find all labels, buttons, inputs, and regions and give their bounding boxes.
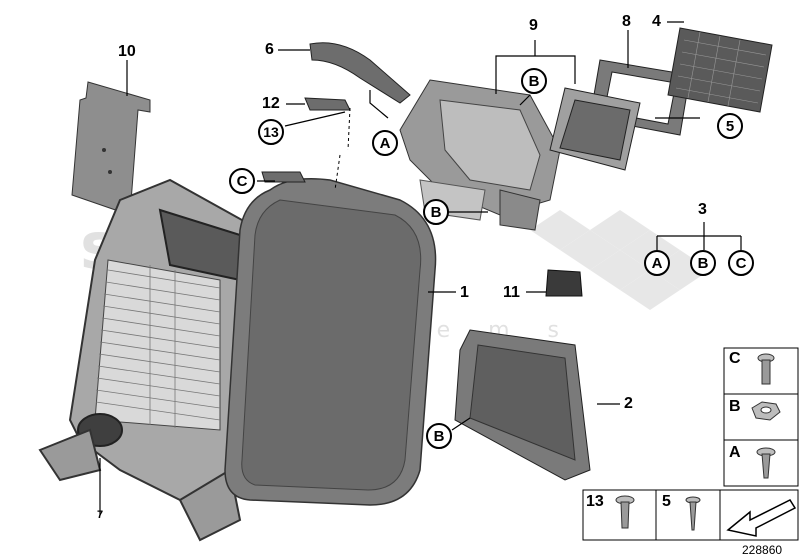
part-5-housing (549, 87, 700, 171)
hardware-label-13: 13 (586, 493, 604, 510)
callout-b-carrier: B (521, 68, 547, 94)
part-2-panel (451, 329, 620, 481)
part-number-12: 12 (262, 95, 280, 112)
hardware-label-c: C (729, 350, 741, 367)
circled-number-13: 13 (258, 119, 284, 145)
part-6-trim (278, 42, 411, 119)
callout-a-top: A (372, 130, 398, 156)
part-number-10: 10 (118, 43, 136, 60)
hardware-label-b: B (729, 398, 741, 415)
part-4-grille (667, 21, 773, 113)
callout-a-set: A (644, 250, 670, 276)
hardware-label-a: A (729, 444, 741, 461)
part-number-11: 11 (503, 284, 520, 301)
seat-frame (38, 178, 267, 542)
part-number-6: 6 (265, 41, 274, 58)
part-c-clip (257, 171, 306, 183)
callout-b-set: B (690, 250, 716, 276)
part-number-2: 2 (624, 395, 633, 412)
callout-c-clip: C (229, 168, 255, 194)
part-12-clip (284, 97, 351, 151)
part-9-carrier (399, 40, 576, 231)
hardware-label-5: 5 (662, 493, 671, 510)
part-number-9: 9 (529, 17, 538, 34)
part-11-connector (526, 269, 583, 297)
figure-number: 228860 (742, 543, 783, 557)
callout-b-plate: B (423, 199, 449, 225)
part-10-bracket (71, 60, 151, 216)
circled-number-5: 5 (717, 113, 743, 139)
callout-b-panel: B (426, 423, 452, 449)
part-number-7: 7 (97, 509, 104, 521)
part-number-1: 1 (460, 284, 469, 301)
part-1-backrest-panel (224, 154, 456, 506)
part-3-tree (656, 222, 742, 250)
part-number-8: 8 (622, 13, 631, 30)
part-number-4: 4 (652, 13, 661, 30)
hardware-panel-drawing (582, 347, 799, 541)
part-number-3: 3 (698, 201, 707, 218)
callout-c-set: C (728, 250, 754, 276)
